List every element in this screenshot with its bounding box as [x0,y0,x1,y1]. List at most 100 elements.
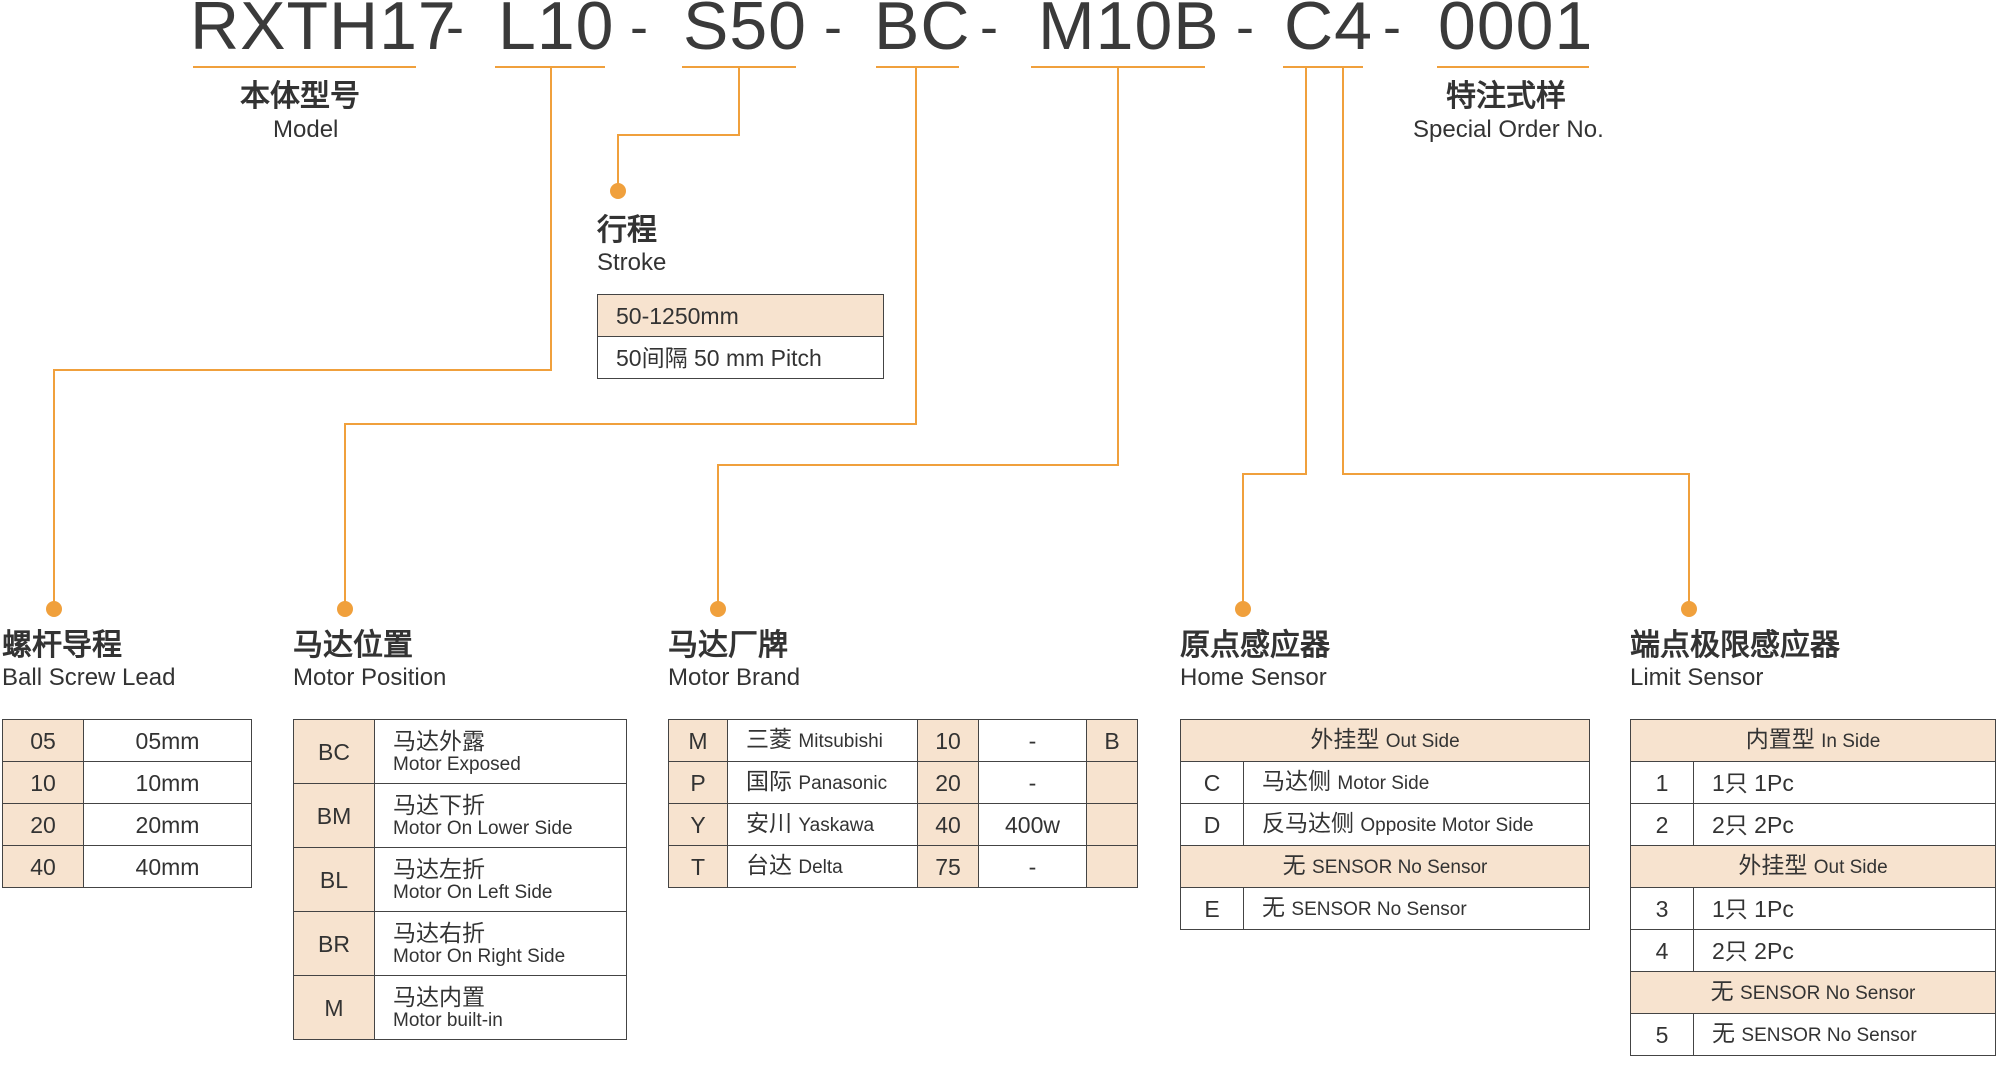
limit-out-header-en: Out Side [1813,857,1888,878]
motor-brand-en: Delta [798,857,843,878]
limit-sensor-en: SENSOR No Sensor [1741,1025,1917,1046]
motor-position-code: BL [293,847,375,912]
limit-sensor-code: 5 [1630,1013,1694,1056]
motor-brand-cn: 国际 [746,768,792,794]
motor-size-code: 75 [917,845,979,888]
motor-power: - [978,719,1087,762]
special-label-cn: 特注式样 [1446,80,1566,113]
limit-sensor-label-en: Limit Sensor [1630,664,1764,691]
table-header-row: 无 SENSOR No Sensor [1180,845,1590,888]
code-separator: - [824,0,842,57]
dot-motor-position [337,601,353,617]
limit-sensor-value: 2只 2Pc [1693,803,1996,846]
limit-sensor-code: 2 [1630,803,1694,846]
motor-suffix [1086,761,1138,804]
stroke-label-cn: 行程 [597,214,657,247]
home-none-header-en: SENSOR No Sensor [1312,857,1488,878]
motor-brand-en: Yaskawa [798,815,875,836]
code-part-motor-position: BC [874,0,971,64]
code-separator: - [446,0,464,57]
limit-sensor-label-cn: 端点极限感应器 [1630,629,1840,662]
code-part-sensor: C4 [1284,0,1373,64]
limit-in-header-cn: 内置型 [1745,726,1815,752]
model-label-cn: 本体型号 [240,80,360,113]
underline-motor-position [876,66,959,68]
underline-special [1437,66,1589,68]
motor-suffix [1086,845,1138,888]
lead-code: 40 [2,845,84,888]
table-row: M 三菱 Mitsubishi 10 - B [668,719,1138,762]
limit-sensor-code: 4 [1630,929,1694,972]
limit-sensor-cn: 无 [1712,1020,1735,1046]
motor-brand-code: M [668,719,728,762]
limit-in-header-en: In Side [1821,731,1881,752]
motor-power: - [978,845,1087,888]
table-row: P 国际 Panasonic 20 - [668,761,1138,804]
connector-lead [53,67,552,608]
model-label-en: Model [273,116,339,143]
connector-home-sensor [1242,67,1307,608]
underline-sensor [1283,66,1363,68]
limit-sensor-value: 1只 1Pc [1693,887,1996,930]
home-out-header-cn: 外挂型 [1310,726,1380,752]
motor-brand-code: T [668,845,728,888]
motor-position-label-cn: 马达位置 [293,629,413,662]
dot-lead [46,601,62,617]
underline-motor [1031,66,1205,68]
limit-none-header-cn: 无 [1710,978,1734,1004]
code-part-lead: L10 [498,0,615,64]
motor-position-cn: 马达内置 [393,983,485,1010]
lead-label-cn: 螺杆导程 [2,629,122,662]
motor-position-cn: 马达下折 [393,791,485,818]
code-part-model: RXTH17 [190,0,457,64]
code-separator: - [630,0,648,57]
motor-position-code: BC [293,719,375,784]
table-row: C 马达侧 Motor Side [1180,761,1590,804]
motor-brand-en: Panasonic [798,773,888,794]
motor-position-en: Motor On Lower Side [393,817,573,839]
dot-motor-brand [710,601,726,617]
motor-power: - [978,761,1087,804]
home-sensor-code: C [1180,761,1244,804]
motor-position-en: Motor built-in [393,1009,503,1031]
home-sensor-en: Motor Side [1337,773,1430,794]
lead-code: 05 [2,719,84,762]
underline-lead [495,66,605,68]
motor-brand-cn: 安川 [746,810,792,836]
code-separator: - [980,0,998,57]
table-header-row: 无 SENSOR No Sensor [1630,971,1996,1014]
dot-stroke [610,183,626,199]
home-sensor-label-en: Home Sensor [1180,664,1327,691]
lead-value: 05mm [83,719,252,762]
limit-out-header-cn: 外挂型 [1738,852,1808,878]
lead-value: 10mm [83,761,252,804]
motor-brand-code: P [668,761,728,804]
code-part-special: 0001 [1438,0,1594,64]
home-sensor-code: D [1180,803,1244,846]
home-sensor-cn: 马达侧 [1262,768,1331,794]
connector-stroke [617,67,740,190]
motor-position-en: Motor On Left Side [393,881,553,903]
motor-size-code: 10 [917,719,979,762]
motor-position-en: Motor On Right Side [393,945,566,967]
motor-suffix: B [1086,719,1138,762]
motor-brand-code: Y [668,803,728,846]
table-row: Y 安川 Yaskawa 40 400w [668,803,1138,846]
